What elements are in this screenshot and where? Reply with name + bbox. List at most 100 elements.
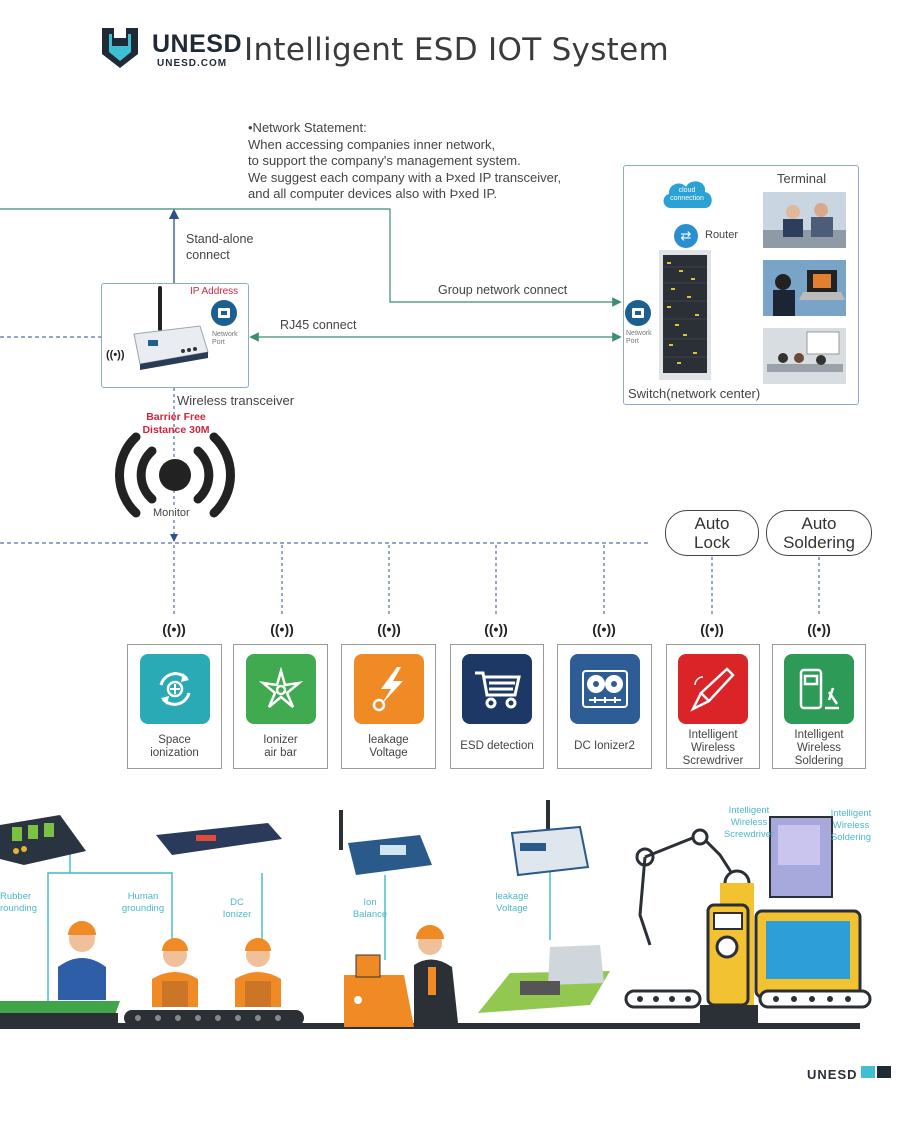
server-rack-icon [659,250,711,380]
device-label: Space ionization [128,734,221,760]
label-line: Port [626,338,639,345]
auto-lock-badge: Auto Lock [665,510,759,556]
wifi-signal-icon: ((•)) [484,621,508,637]
network-port-icon [211,300,237,326]
ip-address-label: IP Address [190,286,239,297]
statement-line: When accessing companies inner network, [248,136,496,152]
device-card-space-ionization[interactable]: Space ionization [127,644,222,769]
screwdriver-icon [678,654,748,724]
ion-balance-label: Ion Balance [348,897,392,921]
group-network-label: Group network connect [438,283,568,297]
wifi-signal-icon: ((•)) [377,621,401,637]
wifi-signal-icon: ((•)) [106,349,125,361]
leakage-voltage-label: leakage Voltage [490,891,534,915]
device-card-wireless-screwdriver[interactable]: Intelligent Wireless Screwdriver [666,644,760,769]
label-line: Intelligent [794,729,844,741]
label-line: Wireless [832,820,870,831]
label-line: leakage [495,891,529,902]
rj45-connect-label: RJ45 connect [280,318,357,332]
device-label: Intelligent Wireless Soldering [773,729,865,768]
label-line: Screwdriver [682,755,744,767]
label-line: Ionizer [222,909,252,920]
network-port-icon [625,300,651,326]
network-port-label: Network Port [626,330,652,346]
label-line: rounding [0,903,37,914]
footer-brand: UNESD [807,1067,858,1082]
label-line: ionization [150,747,199,759]
monitor-label: Monitor [151,507,192,519]
label-line: Soldering [794,755,844,767]
device-label: Ionizer air bar [234,734,327,760]
dc-ionizer-label: DC Ionizer [217,897,257,921]
label-line: Wireless [796,742,842,754]
label-line: Screwdriver [723,829,775,840]
label-line: Auto [801,514,837,533]
brand-website: UNESD.COM [157,58,228,69]
terminal-photo-business [763,192,846,248]
label-line: grounding [121,903,165,914]
footer-accent-teal [861,1066,875,1078]
label-line: Human [127,891,159,902]
label-line: Network [626,330,652,337]
lightning-icon [353,654,424,724]
label-line: Soldering [783,533,855,552]
standalone-connect-label: Stand-alone connect [186,231,253,263]
terminal-photo-laptop [763,260,846,316]
monitor-broadcast-icon [115,432,235,518]
wireless-transceiver-caption: Wireless transceiver [177,393,295,408]
label-line: Lock [694,533,730,552]
router-label: Router [705,229,739,241]
label-line: DC [230,897,244,908]
statement-line: •Network Statement: [248,120,367,135]
device-card-leakage-voltage[interactable]: leakage Voltage [341,644,436,769]
auto-soldering-badge: Auto Soldering [766,510,872,556]
switch-network-center-caption: Switch(network center) [628,386,761,401]
label-line: Wireless [730,817,768,828]
terminal-label: Terminal [777,171,827,186]
terminal-photo-meeting [763,328,846,384]
statement-line: and all computer devices also with Þxed … [248,186,498,201]
label-line: Voltage [369,747,408,759]
statement-line: to support the company's management syst… [248,153,521,168]
unesd-logo-icon [102,28,138,68]
label-line: Soldering [830,832,872,843]
robot-soldering-label: Intelligent Wireless Soldering [822,808,880,844]
label-line: air bar [264,747,297,759]
cloud-connection-label: cloud connection [666,187,708,203]
label-line: DC Ionizer2 [574,740,635,752]
device-card-ionizer-air-bar[interactable]: Ionizer air bar [233,644,328,769]
footer-accent-dark [877,1066,891,1078]
label-line: connect [186,248,230,262]
label-line: Rubber [0,891,32,902]
wifi-signal-icon: ((•)) [162,621,186,637]
device-label: ESD detection [451,740,543,753]
brand-name: UNESD [152,30,243,58]
label-line: Intelligent [830,808,872,819]
label-line: ESD detection [460,740,534,752]
robot-screwdriver-label: Intelligent Wireless Screwdriver [718,805,780,841]
label-line: Port [212,339,225,346]
human-grounding-label: Human grounding [118,891,168,915]
label-line: Auto [694,514,730,533]
wifi-signal-icon: ((•)) [592,621,616,637]
label-line: cloud [678,187,696,194]
label-line: Intelligent [688,729,738,741]
label-line: connection [670,195,704,202]
transceiver-device-icon [133,286,209,370]
device-card-wireless-soldering[interactable]: Intelligent Wireless Soldering [772,644,866,769]
device-card-dc-ionizer2[interactable]: DC Ionizer2 [557,644,652,769]
barrier-free-distance-note: Barrier Free Distance 30M [134,411,218,437]
device-card-esd-detection[interactable]: ESD detection [450,644,544,769]
label-line: leakage [368,734,409,746]
soldering-station-icon [784,654,854,724]
label-line: Stand-alone [186,232,254,246]
device-label: leakage Voltage [342,734,435,760]
rubber-grounding-label: Rubber rounding [0,891,37,915]
fan-blade-icon [245,654,316,724]
cart-icon [462,654,532,724]
label-line: Voltage [496,903,528,914]
router-icon: ⇄ [674,224,698,248]
device-label: DC Ionizer2 [558,740,651,753]
label-line: Barrier Free [146,411,206,423]
network-port-label: Network Port [212,331,238,347]
